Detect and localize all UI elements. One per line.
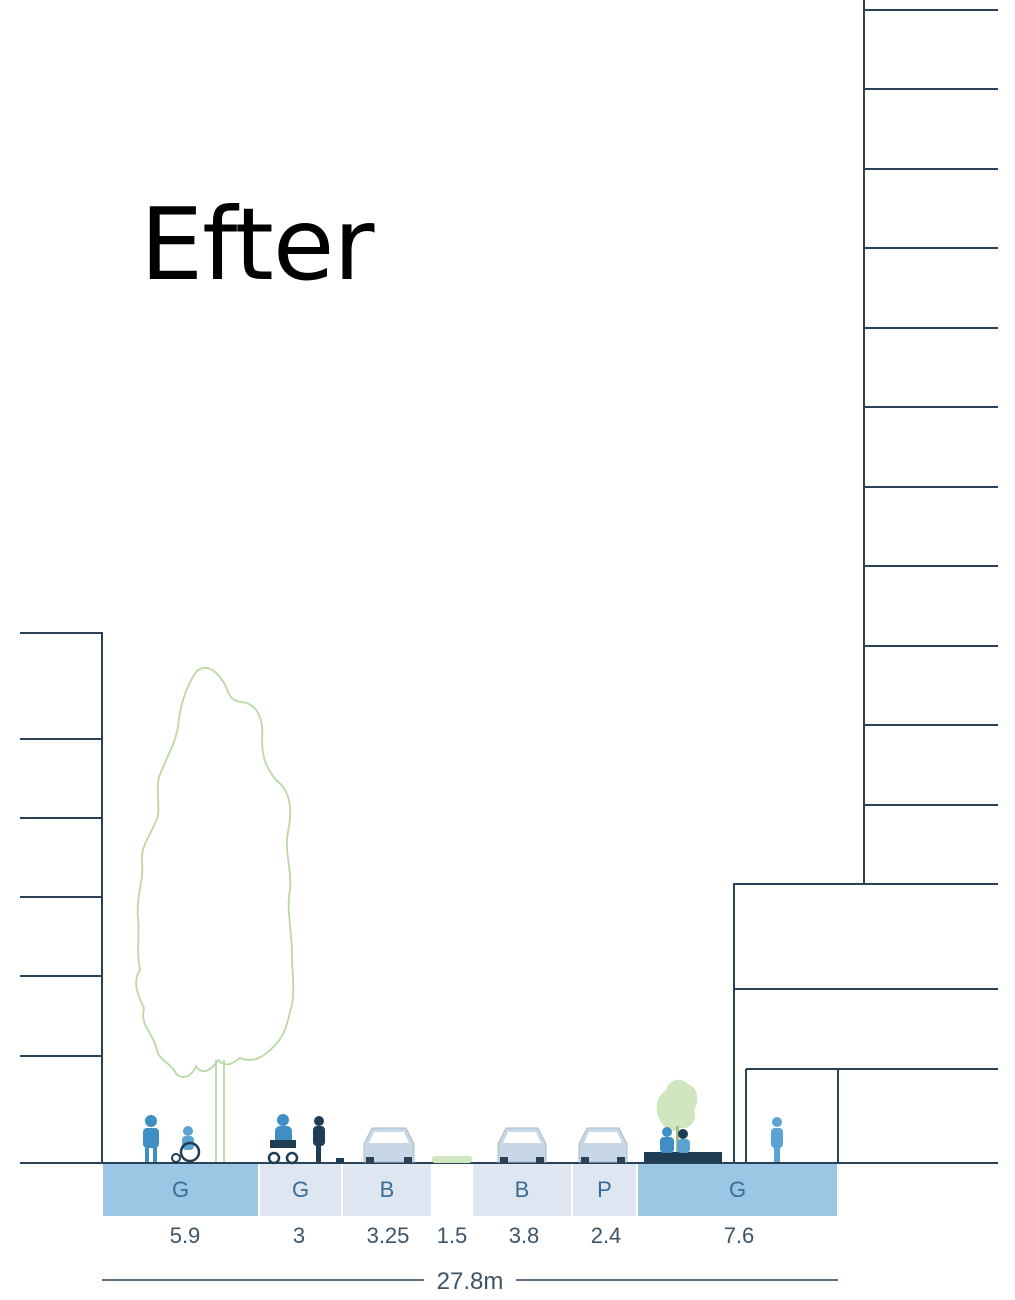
zone-band (103, 1163, 258, 1216)
zone-width-label: 5.9 (170, 1223, 201, 1248)
car-icon (363, 1127, 415, 1163)
zone-band (573, 1163, 636, 1216)
right-building (733, 0, 998, 1163)
zone-band (638, 1163, 837, 1216)
cyclist-icon (313, 1116, 344, 1163)
zone-code-label: G (292, 1177, 309, 1202)
zone-width-label: 1.5 (437, 1223, 468, 1248)
width-labels: 5.9 3 3.25 1.5 3.8 2.4 7.6 (170, 1223, 755, 1248)
total-dimension: 27.8m (102, 1268, 838, 1295)
pedestrian-icon (143, 1115, 159, 1162)
zone-band (343, 1163, 431, 1216)
total-width-label: 27.8m (437, 1268, 504, 1295)
zone-code-label: G (172, 1177, 189, 1202)
pedestrian-icon (771, 1117, 783, 1162)
zone-width-label: 3.25 (367, 1223, 410, 1248)
tree-icon (135, 666, 295, 1163)
zone-code-label: B (380, 1177, 395, 1202)
small-tree-icon (656, 1079, 698, 1154)
median-planting-icon (432, 1156, 472, 1163)
zone-code-label: G (729, 1177, 746, 1202)
zone-width-label: 3.8 (509, 1223, 540, 1248)
cargo-bike-icon (267, 1114, 299, 1165)
zone-band (473, 1163, 571, 1216)
zone-band (260, 1163, 341, 1216)
zone-code-label: P (597, 1177, 612, 1202)
zone-width-label: 3 (293, 1223, 305, 1248)
zone-width-label: 7.6 (724, 1223, 755, 1248)
car-icon (578, 1127, 628, 1163)
page-title: Efter (140, 186, 374, 303)
wheelchair-user-icon (171, 1126, 201, 1163)
left-building (20, 632, 103, 1163)
bench-people-icon (644, 1127, 722, 1163)
zone-code-label: B (515, 1177, 530, 1202)
car-icon (497, 1127, 547, 1163)
zone-width-label: 2.4 (591, 1223, 622, 1248)
